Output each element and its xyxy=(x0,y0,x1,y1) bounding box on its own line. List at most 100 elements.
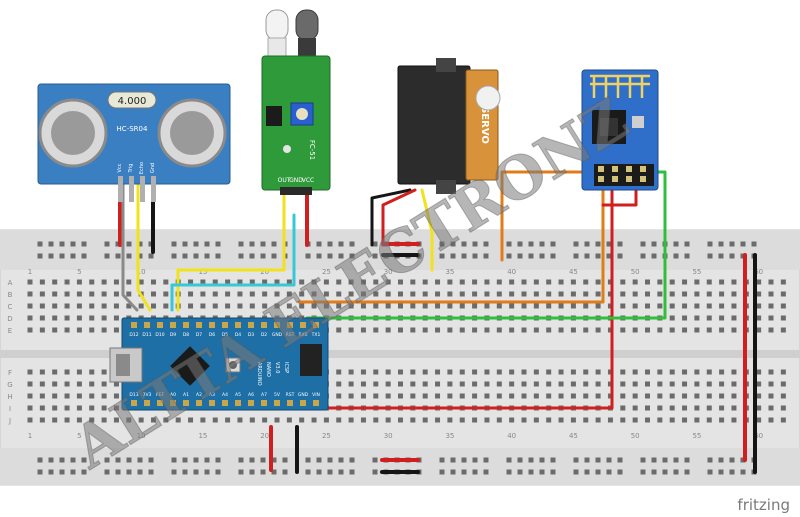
nano-pin-top xyxy=(157,322,163,328)
breadboard-hole xyxy=(459,369,465,375)
rail-hole xyxy=(740,241,746,247)
breadboard-hole xyxy=(607,417,613,423)
rail-hole xyxy=(215,457,221,463)
nano-reset-knob[interactable] xyxy=(229,361,237,369)
nano-board-label: ICSP xyxy=(283,362,289,373)
breadboard-hole xyxy=(632,405,638,411)
breadboard-hole xyxy=(731,327,737,333)
rail-hole xyxy=(617,241,623,247)
breadboard-hole xyxy=(780,393,786,399)
rail-hole xyxy=(81,469,87,475)
column-number-bottom: 15 xyxy=(198,432,207,440)
rail-hole xyxy=(517,469,523,475)
breadboard-hole xyxy=(459,291,465,297)
breadboard-hole xyxy=(113,393,119,399)
ir-chip xyxy=(266,106,282,126)
breadboard-hole xyxy=(385,381,391,387)
nano-pin-label-top: D10 xyxy=(155,332,164,338)
rail-hole xyxy=(506,469,512,475)
ultrasonic-mesh-right xyxy=(170,111,214,155)
column-number-bottom: 55 xyxy=(692,432,701,440)
nano-pin-top xyxy=(131,322,137,328)
breadboard-hole xyxy=(558,417,564,423)
ultrasonic-crystal xyxy=(107,91,157,109)
breadboard-hole xyxy=(447,393,453,399)
rail-hole xyxy=(115,457,121,463)
rail-hole xyxy=(517,457,523,463)
rail-hole xyxy=(718,457,724,463)
breadboard-hole xyxy=(595,369,601,375)
breadboard-hole xyxy=(719,279,725,285)
column-number-top: 5 xyxy=(77,268,81,276)
breadboard-hole xyxy=(756,303,762,309)
breadboard-hole xyxy=(52,303,58,309)
breadboard-hole xyxy=(472,291,478,297)
breadboard-hole xyxy=(484,279,490,285)
servo-label: SERVO xyxy=(479,106,490,144)
rail-hole xyxy=(684,253,690,259)
rail-hole xyxy=(338,253,344,259)
servo-horn xyxy=(475,85,501,111)
rail-hole xyxy=(617,469,623,475)
breadboard-hole xyxy=(385,279,391,285)
rail-hole xyxy=(59,241,65,247)
breadboard-hole xyxy=(373,417,379,423)
breadboard-hole xyxy=(496,381,502,387)
rail-hole xyxy=(450,241,456,247)
breadboard-hole xyxy=(731,417,737,423)
rail-hole xyxy=(729,469,735,475)
rail-hole xyxy=(316,457,322,463)
breadboard-hole xyxy=(472,417,478,423)
nano-pin-label-bottom: GND xyxy=(298,392,309,398)
breadboard-hole xyxy=(447,279,453,285)
breadboard-hole xyxy=(694,405,700,411)
nano-pin-bottom xyxy=(287,400,293,406)
breadboard-hole xyxy=(607,393,613,399)
breadboard-hole xyxy=(719,369,725,375)
nano-pin-label-top: D8 xyxy=(183,332,189,338)
rail-hole xyxy=(684,241,690,247)
breadboard-hole xyxy=(558,303,564,309)
rail-hole xyxy=(472,457,478,463)
breadboard-hole xyxy=(398,369,403,375)
rail-hole xyxy=(193,457,199,463)
wire-ir-out-yellow xyxy=(176,190,286,312)
breadboard-hole xyxy=(89,291,95,297)
rail-hole xyxy=(37,457,43,463)
nano-pin-label-top: TX1 xyxy=(311,332,321,338)
breadboard-hole xyxy=(645,369,650,375)
rail-hole xyxy=(662,457,668,463)
rail-hole xyxy=(651,469,657,475)
breadboard-hole xyxy=(299,291,305,297)
breadboard-hole xyxy=(509,381,515,387)
breadboard-hole xyxy=(101,369,107,375)
breadboard-hole xyxy=(113,405,119,411)
row-letter: B xyxy=(8,291,13,299)
breadboard-hole xyxy=(360,381,366,387)
breadboard-hole xyxy=(756,279,762,285)
breadboard-hole xyxy=(410,417,416,423)
ir-led-indicator xyxy=(283,145,291,153)
breadboard-hole xyxy=(719,405,725,411)
breadboard-hole xyxy=(780,291,786,297)
row-letter: A xyxy=(8,279,13,287)
rail-hole xyxy=(282,457,288,463)
rail-hole xyxy=(204,241,210,247)
rail-hole xyxy=(707,457,713,463)
breadboard-hole xyxy=(422,327,428,333)
nano-pin-top xyxy=(261,322,267,328)
breadboard-hole xyxy=(212,291,218,297)
nano-mcu-chip xyxy=(170,346,210,386)
breadboard-hole xyxy=(64,417,70,423)
breadboard-hole xyxy=(682,303,688,309)
rail-hole xyxy=(550,253,556,259)
breadboard-hole xyxy=(768,315,774,321)
rail-hole xyxy=(70,457,76,463)
breadboard-hole xyxy=(274,417,280,423)
rail-hole xyxy=(651,253,657,259)
breadboard-hole xyxy=(669,417,675,423)
rail-hole xyxy=(171,469,177,475)
breadboard-hole xyxy=(89,315,95,321)
breadboard-hole xyxy=(64,303,70,309)
rail-hole xyxy=(215,253,221,259)
